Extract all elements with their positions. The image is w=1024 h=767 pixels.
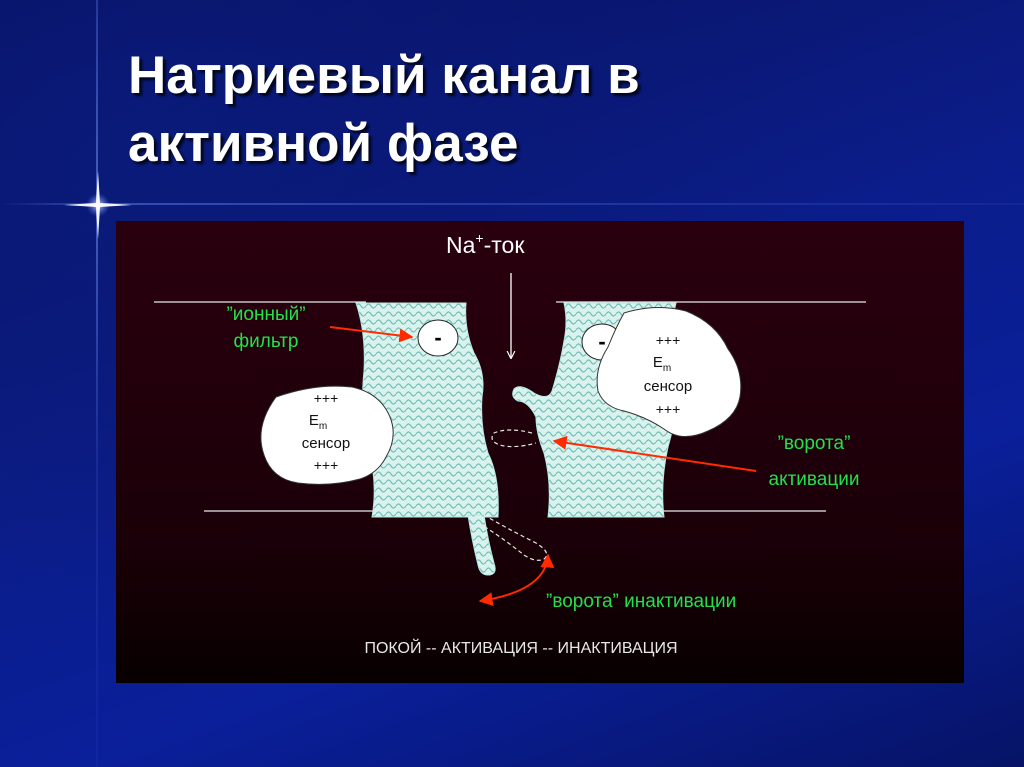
slide-title-line-2: активной фазе (128, 114, 519, 173)
right-voltage-sensor (596, 307, 742, 437)
left-sensor-plus-top: +++ (314, 390, 339, 406)
left-channel-protein (355, 302, 499, 518)
right-sensor-em: Em (653, 354, 671, 374)
na-current-label: Na+-ток (446, 230, 525, 258)
left-negative-charge (417, 319, 459, 357)
left-sensor-em: Em (309, 412, 327, 432)
inactivation-gate-label: ”ворота” инактивации (546, 591, 736, 612)
left-sensor-label: сенсор (302, 435, 350, 452)
sparkle-decoration (64, 171, 132, 239)
activation-gate-label-line-2: активации (769, 469, 860, 490)
ion-filter-label-line-2: фильтр (233, 331, 298, 352)
ion-filter-label-line-1: ”ионный” (226, 304, 305, 325)
right-negative-charge-sign: - (598, 329, 605, 354)
activation-gate-arrow (552, 435, 757, 472)
sodium-channel-diagram: Na+-ток - - +++ Em сенсор +++ +++ Em сен… (116, 221, 964, 683)
background-vertical-line (96, 0, 98, 767)
background-horizontal-line (0, 203, 1024, 205)
left-sensor-plus-bottom: +++ (314, 457, 339, 473)
phase-sequence-caption: ПОКОЙ -- АКТИВАЦИЯ -- ИНАКТИВАЦИЯ (364, 638, 677, 657)
activation-gate-outline (491, 429, 537, 448)
ion-filter-arrow (329, 326, 414, 343)
left-voltage-sensor (260, 385, 394, 485)
right-sensor-label: сенсор (644, 378, 692, 395)
right-sensor-plus-top: +++ (656, 332, 681, 348)
sodium-channel-figure: Na+-ток - - +++ Em сенсор +++ +++ Em сен… (116, 221, 964, 683)
activation-gate-label-line-1: ”ворота” (778, 433, 851, 454)
inactivation-gate-arrow (478, 553, 555, 607)
left-negative-charge-sign: - (434, 325, 441, 350)
slide-title-line-1: Натриевый канал в (128, 46, 640, 105)
right-sensor-plus-bottom: +++ (656, 401, 681, 417)
slide-title: Натриевый канал в активной фазе (128, 42, 988, 178)
